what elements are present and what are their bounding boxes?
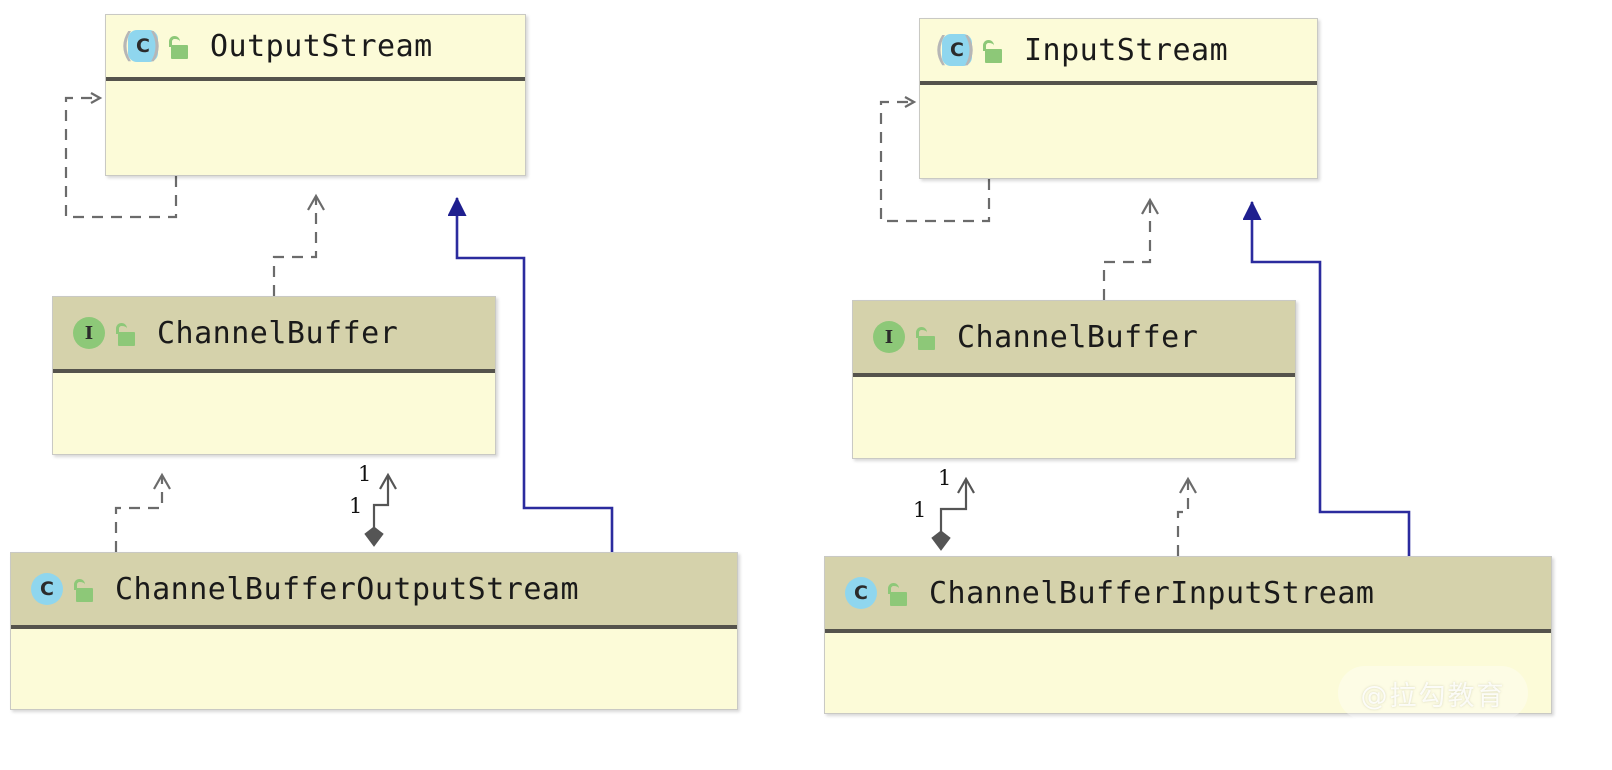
padlock-shackle [983, 40, 994, 51]
class-header-channel-buffer-right: I ChannelBuffer [853, 301, 1295, 377]
class-name-channel-buffer-left: ChannelBuffer [157, 315, 399, 351]
class-name-output-stream: OutputStream [210, 28, 433, 64]
padlock-shackle [169, 36, 180, 47]
abstract-paren-right: ) [962, 30, 976, 70]
interface-icon-letter: I [73, 317, 105, 349]
class-members-input-stream [920, 85, 1317, 176]
multiplicity-label-right-target: 1 [938, 466, 952, 490]
class-members-output-stream [106, 81, 525, 173]
class-icon: C [25, 569, 65, 609]
class-icon-letter: C [845, 577, 877, 609]
unlocked-padlock-icon [885, 578, 911, 608]
padlock-shackle [116, 323, 127, 334]
class-box-channel-buffer-output-stream[interactable]: C ChannelBufferOutputStream [10, 552, 738, 710]
padlock-body [985, 49, 1002, 63]
multiplicity-label-right-source: 1 [913, 498, 927, 522]
padlock-body [76, 588, 93, 602]
interface-icon-letter: I [873, 321, 905, 353]
class-name-channel-buffer-right: ChannelBuffer [957, 319, 1199, 355]
relationship-realization-cbis-channelbuffer [1176, 476, 1197, 556]
class-header-channel-buffer-output-stream: C ChannelBufferOutputStream [11, 553, 737, 629]
class-name-channel-buffer-input-stream: ChannelBufferInputStream [929, 575, 1375, 611]
class-header-channel-buffer-input-stream: C ChannelBufferInputStream [825, 557, 1551, 633]
padlock-body [890, 592, 907, 606]
class-icon-letter: C [942, 34, 972, 66]
class-members-channel-buffer-right [853, 377, 1295, 456]
watermark: @拉勾教育 [1338, 666, 1528, 720]
abstract-class-icon: ( C ) [934, 30, 976, 70]
padlock-shackle [916, 327, 927, 338]
class-box-channel-buffer-right[interactable]: I ChannelBuffer [852, 300, 1296, 459]
unlocked-padlock-icon [71, 574, 97, 604]
relationship-realization-cbos-channelbuffer [114, 472, 171, 552]
class-header-input-stream: ( C ) InputStream [920, 19, 1317, 85]
class-box-channel-buffer-input-stream[interactable]: C ChannelBufferInputStream [824, 556, 1552, 714]
class-icon-letter: C [31, 573, 63, 605]
class-box-input-stream[interactable]: ( C ) InputStream [919, 18, 1318, 179]
padlock-body [918, 336, 935, 350]
relationship-realization-channelbuffer-inputstream [1102, 197, 1159, 300]
multiplicity-label-left-target: 1 [358, 462, 372, 486]
padlock-body [171, 45, 188, 59]
abstract-class-icon: ( C ) [120, 26, 162, 66]
class-name-channel-buffer-output-stream: ChannelBufferOutputStream [115, 571, 580, 607]
class-members-channel-buffer-left [53, 373, 495, 452]
relationship-realization-channelbuffer-outputstream [272, 193, 325, 296]
unlocked-padlock-icon [980, 35, 1006, 65]
padlock-shackle [74, 579, 85, 590]
class-icon-letter: C [128, 30, 158, 62]
unlocked-padlock-icon [113, 318, 139, 348]
unlocked-padlock-icon [913, 322, 939, 352]
class-header-channel-buffer-left: I ChannelBuffer [53, 297, 495, 373]
multiplicity-label-left-source: 1 [349, 494, 363, 518]
abstract-paren-right: ) [148, 26, 162, 66]
class-box-channel-buffer-left[interactable]: I ChannelBuffer [52, 296, 496, 455]
class-header-output-stream: ( C ) OutputStream [106, 15, 525, 81]
class-members-channel-buffer-input-stream [825, 633, 1551, 711]
interface-icon: I [67, 313, 107, 353]
class-members-channel-buffer-output-stream [11, 629, 737, 707]
interface-icon: I [867, 317, 907, 357]
class-icon: C [839, 573, 879, 613]
class-name-input-stream: InputStream [1024, 32, 1229, 68]
class-box-output-stream[interactable]: ( C ) OutputStream [105, 14, 526, 176]
padlock-body [118, 332, 135, 346]
padlock-shackle [888, 583, 899, 594]
unlocked-padlock-icon [166, 31, 192, 61]
